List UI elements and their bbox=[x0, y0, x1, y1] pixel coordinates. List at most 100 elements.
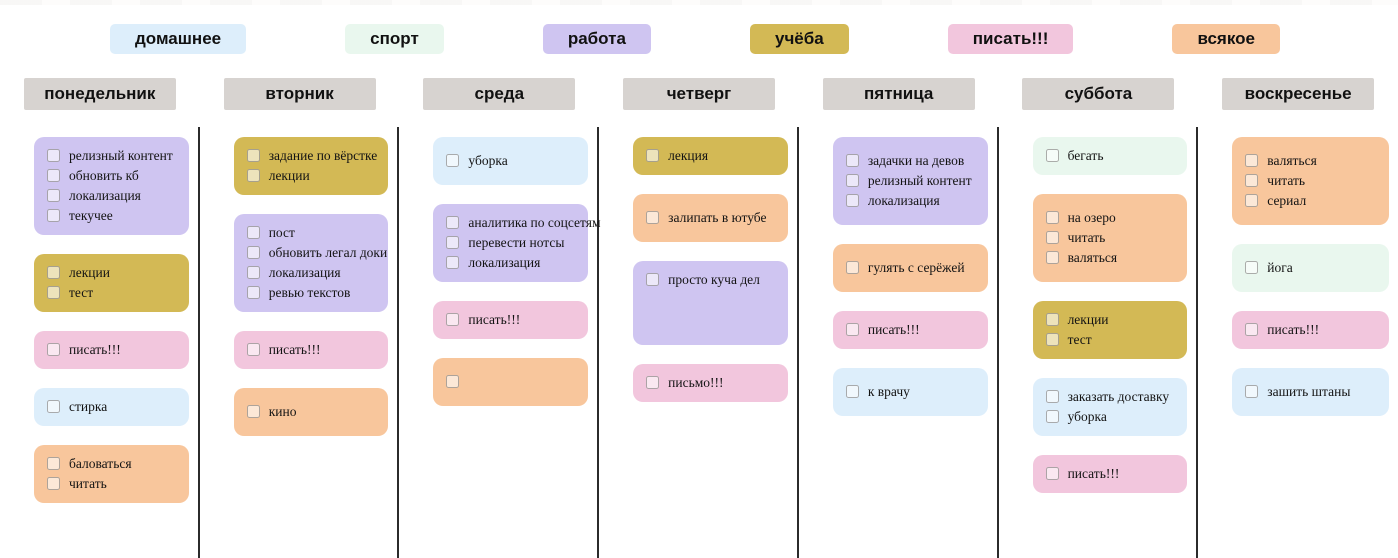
checkbox-icon[interactable] bbox=[845, 323, 859, 336]
checkbox-icon[interactable] bbox=[246, 405, 260, 418]
task-label: кино bbox=[268, 403, 297, 419]
checkbox-icon[interactable] bbox=[47, 169, 60, 182]
checkbox-icon[interactable] bbox=[1045, 333, 1059, 346]
task-card[interactable]: писать!!! bbox=[1232, 311, 1389, 349]
checkbox-icon[interactable] bbox=[845, 194, 859, 207]
checkbox-icon[interactable] bbox=[47, 286, 60, 299]
task-card[interactable]: письмо!!! bbox=[633, 364, 788, 402]
checkbox-icon[interactable] bbox=[246, 226, 260, 239]
checkbox-icon[interactable] bbox=[246, 149, 260, 162]
checkbox-icon[interactable] bbox=[47, 149, 60, 162]
checkbox-icon[interactable] bbox=[446, 256, 460, 269]
legend-chip[interactable]: домашнее bbox=[110, 24, 247, 54]
checkbox-icon[interactable] bbox=[47, 400, 60, 413]
checkbox-icon[interactable] bbox=[845, 154, 859, 167]
day-header: среда bbox=[423, 78, 576, 110]
checkbox-icon[interactable] bbox=[646, 273, 660, 286]
task-card[interactable]: бегать bbox=[1032, 137, 1188, 175]
task-card[interactable]: кино bbox=[233, 388, 389, 436]
day-header: суббота bbox=[1022, 78, 1175, 110]
checkbox-icon[interactable] bbox=[1045, 467, 1059, 480]
checkbox-icon[interactable] bbox=[446, 313, 460, 326]
checkbox-icon[interactable] bbox=[446, 236, 460, 249]
checkbox-icon[interactable] bbox=[1045, 231, 1059, 244]
task-card[interactable]: уборка bbox=[433, 137, 589, 185]
legend-chip[interactable]: писать!!! bbox=[947, 24, 1074, 54]
checkbox-icon[interactable] bbox=[446, 154, 460, 167]
checkbox-icon[interactable] bbox=[47, 209, 60, 222]
checkbox-icon[interactable] bbox=[1245, 154, 1259, 167]
checkbox-icon[interactable] bbox=[47, 189, 60, 202]
checkbox-icon[interactable] bbox=[246, 266, 260, 279]
task-label: бегать bbox=[1067, 147, 1104, 163]
task-card[interactable] bbox=[433, 358, 589, 406]
checkbox-icon[interactable] bbox=[1245, 174, 1259, 187]
legend-chip[interactable]: учёба bbox=[749, 24, 849, 54]
task-card[interactable]: зашить штаны bbox=[1232, 368, 1389, 416]
task-card[interactable]: лекция bbox=[633, 137, 788, 175]
checkbox-icon[interactable] bbox=[47, 343, 60, 356]
task-card[interactable]: писать!!! bbox=[832, 311, 988, 349]
task-card[interactable]: просто куча дел bbox=[633, 261, 788, 345]
legend-chip[interactable]: спорт bbox=[345, 24, 444, 54]
checkbox-icon[interactable] bbox=[1045, 410, 1059, 423]
checkbox-icon[interactable] bbox=[1045, 390, 1059, 403]
task-item: пост bbox=[246, 224, 381, 241]
legend-chip[interactable]: всякое bbox=[1172, 24, 1280, 54]
task-card[interactable]: писать!!! bbox=[34, 331, 189, 369]
checkbox-icon[interactable] bbox=[246, 343, 260, 356]
task-card[interactable]: залипать в ютубе bbox=[633, 194, 788, 242]
checkbox-icon[interactable] bbox=[47, 477, 60, 490]
checkbox-icon[interactable] bbox=[845, 261, 859, 274]
task-card[interactable]: писать!!! bbox=[233, 331, 389, 369]
legend-chip[interactable]: работа bbox=[542, 24, 651, 54]
checkbox-icon[interactable] bbox=[646, 149, 660, 162]
day-header: воскресенье bbox=[1222, 78, 1375, 110]
task-item: писать!!! bbox=[845, 321, 980, 338]
checkbox-icon[interactable] bbox=[1245, 194, 1259, 207]
task-card[interactable]: гулять с серёжей bbox=[832, 244, 988, 292]
task-item: лекции bbox=[47, 264, 181, 281]
checkbox-icon[interactable] bbox=[446, 216, 460, 229]
checkbox-icon[interactable] bbox=[446, 375, 460, 388]
checkbox-icon[interactable] bbox=[1045, 313, 1059, 326]
task-label: лекции bbox=[1067, 311, 1109, 327]
checkbox-icon[interactable] bbox=[47, 266, 60, 279]
task-card[interactable]: йога bbox=[1232, 244, 1389, 292]
day-header: четверг bbox=[622, 78, 775, 110]
checkbox-icon[interactable] bbox=[1045, 251, 1059, 264]
checkbox-icon[interactable] bbox=[845, 174, 859, 187]
checkbox-icon[interactable] bbox=[845, 385, 859, 398]
checkbox-icon[interactable] bbox=[1045, 211, 1059, 224]
checkbox-icon[interactable] bbox=[246, 246, 260, 259]
task-label: лекции bbox=[268, 167, 310, 183]
task-card[interactable]: к врачу bbox=[832, 368, 988, 416]
checkbox-icon[interactable] bbox=[1245, 323, 1259, 336]
task-card[interactable]: писать!!! bbox=[1032, 455, 1188, 493]
checkbox-icon[interactable] bbox=[1045, 149, 1059, 162]
checkbox-icon[interactable] bbox=[246, 286, 260, 299]
checkbox-icon[interactable] bbox=[47, 457, 60, 470]
checkbox-icon[interactable] bbox=[646, 211, 660, 224]
task-card[interactable]: стирка bbox=[34, 388, 189, 426]
checkbox-icon[interactable] bbox=[1245, 385, 1259, 398]
checkbox-icon[interactable] bbox=[646, 376, 660, 389]
task-card[interactable]: писать!!! bbox=[433, 301, 589, 339]
checkbox-icon[interactable] bbox=[1245, 261, 1259, 274]
checkbox-icon[interactable] bbox=[246, 169, 260, 182]
